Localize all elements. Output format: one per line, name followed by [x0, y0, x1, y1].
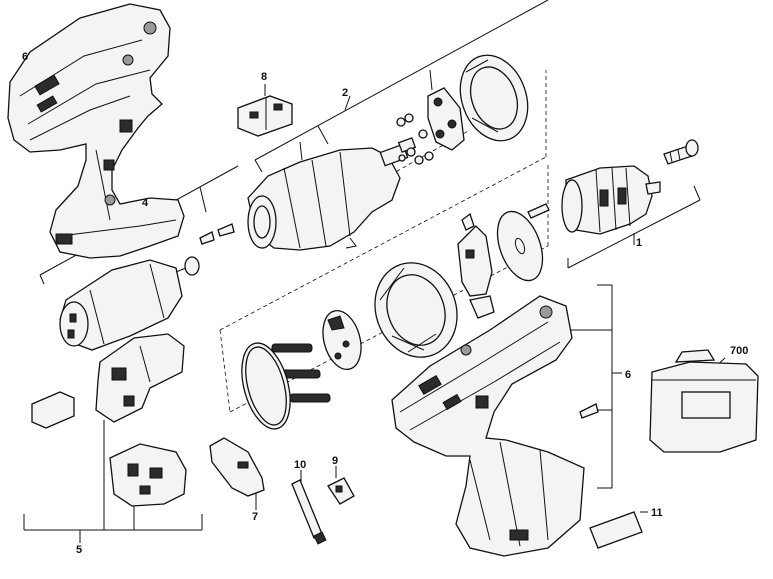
housing-half-top	[7, 3, 185, 259]
clutch-plate	[322, 310, 362, 370]
motor-pinion	[184, 256, 200, 276]
callout-7: 7	[252, 511, 258, 523]
clutch-disc	[496, 210, 544, 282]
motor-screws	[199, 223, 235, 245]
clutch-screw	[527, 203, 550, 219]
callout-1: 1	[636, 237, 642, 249]
springs	[271, 343, 331, 403]
callout-700: 700	[730, 345, 748, 357]
o-ring	[241, 342, 291, 430]
callout-4: 4	[142, 197, 149, 209]
switch	[95, 333, 185, 423]
ring-gear	[459, 54, 529, 142]
callout-6-right: 6	[625, 369, 631, 381]
clutch-collar	[374, 262, 458, 358]
gearbox-assembly	[247, 137, 417, 251]
housing-screw	[579, 403, 599, 419]
callout-5: 5	[76, 544, 82, 556]
motor	[59, 259, 187, 351]
planetary-carrier	[427, 69, 465, 151]
switch-label-part	[237, 95, 293, 137]
housing-half-right	[391, 295, 585, 557]
callout-11: 11	[651, 507, 663, 519]
clutch-holder	[457, 212, 495, 319]
switch-block	[31, 391, 75, 429]
direction-slider	[209, 437, 265, 497]
carrying-case	[649, 349, 759, 453]
bit-holder	[327, 477, 355, 505]
switch-carrier	[109, 443, 187, 507]
small-balls	[396, 113, 434, 165]
chuck	[561, 165, 661, 235]
callout-9: 9	[332, 455, 338, 467]
callout-10: 10	[294, 459, 306, 471]
screwdriver-bit	[291, 479, 327, 545]
callout-2: 2	[342, 87, 348, 99]
label-sticker	[589, 511, 643, 549]
chuck-screw	[663, 139, 699, 165]
callout-6-top: 6	[22, 51, 28, 63]
callout-labels: 6 8 2 4 1 700 6 9 10 7 11 5	[22, 51, 748, 556]
callout-8: 8	[261, 71, 267, 83]
